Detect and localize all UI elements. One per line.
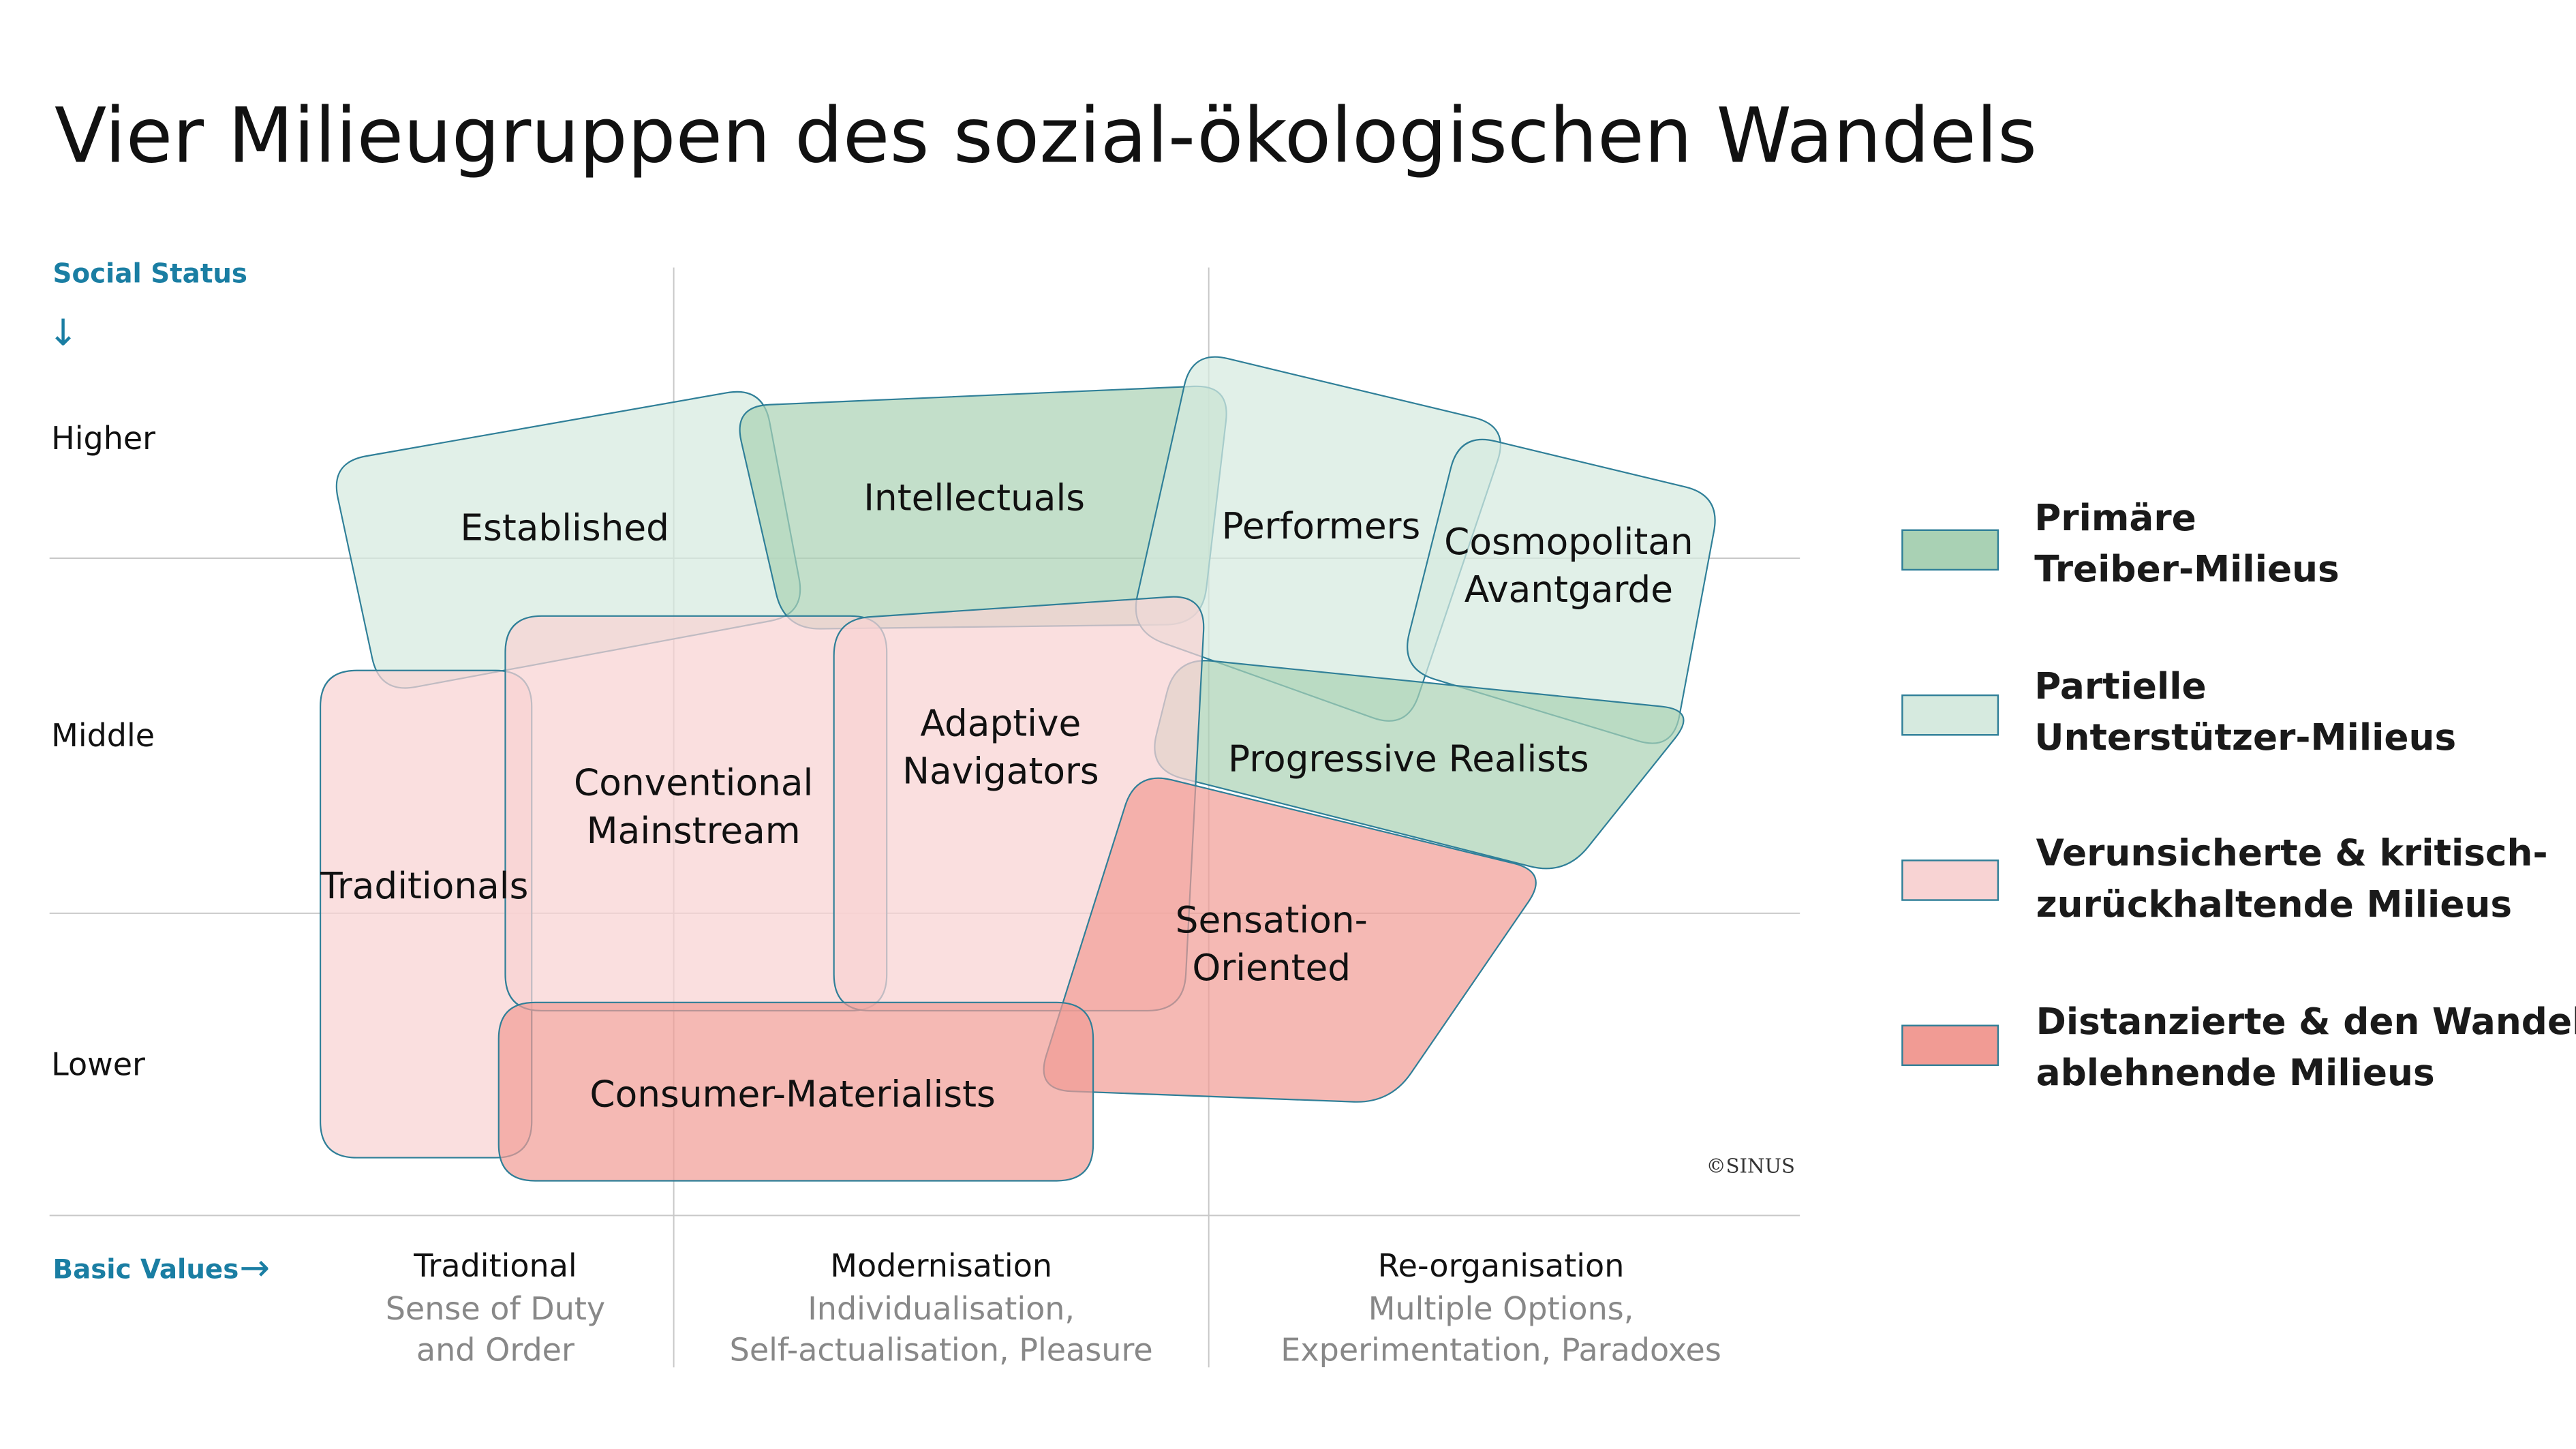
milieu-label-line: Traditionals — [320, 865, 528, 907]
legend-distanced-line1: Distanzierte & den Wandel — [2036, 1001, 2576, 1043]
legend-swatch-uncertain — [1901, 859, 1999, 901]
column-traditional-sub1: Sense of Duty — [386, 1290, 605, 1327]
legend-swatch-primary — [1901, 529, 1999, 571]
milieu-label-line: Avantgarde — [1465, 568, 1673, 611]
level-middle: Middle — [51, 717, 155, 754]
legend-distanced-line2: ablehnende Milieus — [2036, 1052, 2435, 1094]
milieu-label-line: Mainstream — [587, 810, 801, 852]
column-modernisation-title: Modernisation — [830, 1247, 1052, 1284]
column-traditional-sub2: and Order — [416, 1332, 574, 1369]
column-reorganisation-sub1: Multiple Options, — [1368, 1290, 1634, 1327]
copyright: ©SINUS — [1706, 1154, 1795, 1177]
milieu-label-progressive: Progressive Realists — [1228, 738, 1589, 780]
down-arrow-icon: ↓ — [48, 311, 78, 354]
milieu-label-line: Intellectuals — [863, 477, 1085, 519]
column-reorganisation-title: Re-organisation — [1378, 1247, 1625, 1284]
legend-swatch-distanced — [1901, 1024, 1999, 1067]
milieu-label-performers: Performers — [1222, 505, 1421, 547]
y-axis-label: Social Status — [53, 258, 247, 289]
column-modernisation-sub2: Self-actualisation, Pleasure — [730, 1332, 1153, 1369]
milieu-label-line: Cosmopolitan — [1444, 521, 1693, 563]
column-traditional-title: Traditional — [413, 1247, 577, 1284]
legend-partial-line1: Partielle — [2034, 665, 2206, 707]
right-arrow-icon: → — [239, 1247, 270, 1289]
milieu-label-traditionals: Traditionals — [320, 865, 528, 907]
milieu-label-line: Sensation- — [1176, 899, 1368, 941]
legend-partial-line2: Unterstützer-Milieus — [2034, 716, 2456, 759]
x-axis-label: Basic Values — [53, 1254, 239, 1285]
milieu-label-line: Navigators — [902, 750, 1099, 793]
milieu-label-line: Established — [460, 506, 669, 549]
legend-uncertain-line2: zurückhaltende Milieus — [2036, 883, 2512, 926]
milieu-label-established: Established — [460, 506, 669, 549]
milieu-label-line: Consumer-Materialists — [589, 1073, 995, 1115]
milieu-label-sensation: Sensation- Oriented — [1176, 899, 1368, 989]
milieu-label-line: Performers — [1222, 505, 1421, 547]
milieu-shapes — [319, 356, 1716, 1182]
legend-primary-line1: Primäre — [2034, 497, 2196, 539]
milieu-shape-consumer — [497, 1001, 1094, 1182]
level-higher: Higher — [51, 420, 155, 457]
milieu-label-consumer: Consumer-Materialists — [589, 1073, 995, 1115]
column-modernisation-sub1: Individualisation, — [808, 1290, 1075, 1327]
legend-primary-line2: Treiber-Milieus — [2034, 548, 2340, 590]
milieu-label-line: Adaptive — [920, 702, 1081, 744]
milieu-label-line: Progressive Realists — [1228, 738, 1589, 780]
column-reorganisation-sub2: Experimentation, Paradoxes — [1281, 1332, 1721, 1369]
level-lower: Lower — [51, 1046, 145, 1082]
legend: Primäre Treiber-Milieus Partielle Unters… — [1901, 497, 2576, 1094]
page-title: Vier Milieugruppen des sozial-ökologisch… — [55, 92, 2037, 180]
milieu-label-line: Oriented — [1192, 947, 1351, 989]
legend-uncertain-line1: Verunsicherte & kritisch- — [2036, 832, 2548, 874]
milieu-label-intellectuals: Intellectuals — [863, 477, 1085, 519]
legend-swatch-partial — [1901, 694, 1999, 736]
milieu-label-line: Conventional — [574, 762, 813, 804]
